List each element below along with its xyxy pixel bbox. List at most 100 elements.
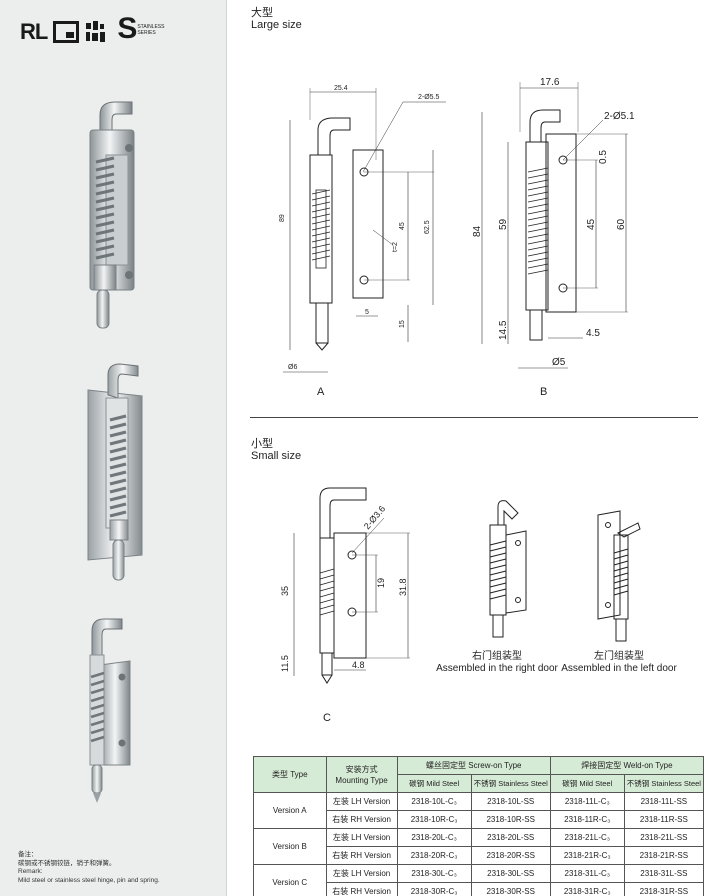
dim-b-17-6: 17.6 <box>540 77 560 88</box>
ce-mark-icon <box>53 21 80 43</box>
header-type: 类型 Type <box>253 756 327 793</box>
part-cell: 2318-31R-C₃ <box>549 882 625 896</box>
part-cell: 2318-11L-C₃ <box>549 792 625 811</box>
dim-b-holes: 2-Ø5.1 <box>604 111 635 122</box>
dim-b-14-5: 14.5 <box>498 320 509 340</box>
dim-a-25-4: 25.4 <box>334 85 348 92</box>
rl-logo: RL <box>20 19 48 44</box>
drawing-c: 2-Ø3.6 35 19 31.8 11.5 4.8 <box>272 478 422 698</box>
mount-cell: 右装 RH Version <box>325 846 398 865</box>
small-title-zh: 小型 <box>251 438 273 450</box>
left-door-caption: 左门组装型 Assembled in the left door <box>560 651 678 675</box>
mount-cell: 右装 RH Version <box>325 810 398 829</box>
dim-c-35: 35 <box>280 586 290 596</box>
large-title-zh: 大型 <box>251 7 273 19</box>
dim-b-84: 84 <box>472 225 483 237</box>
part-cell: 2318-30R-SS <box>470 882 551 896</box>
version-cell: Version B <box>253 828 327 865</box>
mount-cell: 右装 RH Version <box>325 882 398 896</box>
photo-hinge-b <box>80 360 170 595</box>
part-cell: 2318-30L-C₃ <box>396 864 472 883</box>
dim-c-holes: 2-Ø3.6 <box>362 504 387 532</box>
version-cell: Version A <box>253 792 327 829</box>
small-title-en: Small size <box>251 450 302 462</box>
part-cell: 2318-21L-SS <box>623 828 704 847</box>
dim-a-thickness: t=2 <box>392 242 399 252</box>
left-door-caption-zh: 左门组装型 <box>594 651 644 662</box>
dim-b-60: 60 <box>616 218 627 230</box>
dim-b-59: 59 <box>498 218 509 230</box>
dim-a-62-5: 62.5 <box>424 220 431 234</box>
part-cell: 2318-30R-C₃ <box>396 882 472 896</box>
table-row: 右装 RH Version 2318-10R-C₃ 2318-10R-SS 23… <box>254 810 704 829</box>
part-cell: 2318-11R-SS <box>623 810 704 829</box>
dim-c-31-8: 31.8 <box>398 578 408 596</box>
part-cell: 2318-21R-SS <box>623 846 704 865</box>
version-cell: Version C <box>253 864 327 896</box>
drawing-a: 25.4 2-Ø5.5 89 45 62.5 <box>278 80 448 385</box>
part-cell: 2318-10L-C₃ <box>396 792 472 811</box>
dim-a-15: 15 <box>399 320 406 328</box>
right-door-caption: 右门组装型 Assembled in the right door <box>432 651 562 675</box>
large-title-en: Large size <box>251 19 302 31</box>
stainless-series-logo: S STAINLESS SERIES <box>117 12 165 45</box>
mount-cell: 左装 LH Version <box>325 792 398 811</box>
dim-a-45: 45 <box>399 222 406 230</box>
column-divider <box>226 0 227 896</box>
dim-a-5: 5 <box>365 309 369 316</box>
part-cell: 2318-20L-SS <box>470 828 551 847</box>
left-door-caption-en: Assembled in the left door <box>561 663 677 674</box>
header-screw-ss: 不锈钢 Stainless Steel <box>470 774 551 793</box>
part-cell: 2318-30L-SS <box>470 864 551 883</box>
part-cell: 2318-20L-C₃ <box>396 828 472 847</box>
remark-title-zh: 备注： <box>18 851 38 858</box>
section-divider <box>250 417 698 418</box>
dim-a-holes: 2-Ø5.5 <box>418 94 440 101</box>
rohs-grid-icon <box>85 21 111 43</box>
photo-hinge-a <box>70 100 160 345</box>
dim-c-4-8: 4.8 <box>352 660 365 670</box>
header-screw-mild: 碳钢 Mild Steel <box>396 774 472 793</box>
remark-body-zh: 碳钢或不锈钢铰链，销子和弹簧。 <box>18 859 116 867</box>
left-panel: RL S STAINLESS SERIES <box>0 0 227 896</box>
part-cell: 2318-21L-C₃ <box>549 828 625 847</box>
mount-cell: 左装 LH Version <box>325 828 398 847</box>
drawing-c-label: C <box>323 712 331 724</box>
right-door-caption-zh: 右门组装型 <box>472 651 522 662</box>
dim-b-45: 45 <box>586 218 597 230</box>
dim-a-pin-dia: Ø6 <box>288 364 297 371</box>
part-cell: 2318-20R-C₃ <box>396 846 472 865</box>
part-cell: 2318-10R-SS <box>470 810 551 829</box>
dim-b-4-5: 4.5 <box>586 328 600 339</box>
photo-hinge-c <box>78 615 148 810</box>
table-row: Version A 左装 LH Version 2318-10L-C₃ 2318… <box>253 792 704 829</box>
certification-logos: RL S STAINLESS SERIES <box>20 12 175 46</box>
dim-b-pin-dia: Ø5 <box>552 357 566 368</box>
header-weld-ss: 不锈钢 Stainless Steel <box>623 774 704 793</box>
right-door-caption-en: Assembled in the right door <box>436 663 558 674</box>
part-cell: 2318-10L-SS <box>470 792 551 811</box>
drawing-b: 17.6 2-Ø5.1 0.5 84 59 45 <box>468 72 643 387</box>
remarks: 备注： 碳钢或不锈钢铰链，销子和弹簧。 Remark: Mild steel o… <box>18 851 160 885</box>
header-weld-mild: 碳钢 Mild Steel <box>549 774 625 793</box>
part-cell: 2318-11L-SS <box>623 792 704 811</box>
drawing-a-label: A <box>317 386 325 398</box>
header-weld: 焊接固定型 Weld-on Type <box>549 756 704 775</box>
table-row: 右装 RH Version 2318-30R-C₃ 2318-30R-SS 23… <box>254 882 704 896</box>
part-cell: 2318-11R-C₃ <box>549 810 625 829</box>
dim-c-11-5: 11.5 <box>280 655 290 672</box>
remark-title-en: Remark: <box>18 868 43 875</box>
left-door-sketch <box>590 505 650 655</box>
part-cell: 2318-20R-SS <box>470 846 551 865</box>
dim-a-89: 89 <box>279 214 286 222</box>
right-door-sketch <box>470 495 540 650</box>
part-cell: 2318-31L-C₃ <box>549 864 625 883</box>
drawing-b-label: B <box>540 386 548 398</box>
part-cell: 2318-31R-SS <box>623 882 704 896</box>
table-row: Version B 左装 LH Version 2318-20L-C₃ 2318… <box>253 828 704 865</box>
part-cell: 2318-21R-C₃ <box>549 846 625 865</box>
part-cell: 2318-10R-C₃ <box>396 810 472 829</box>
remark-body-en: Mild steel or stainless steel hinge, pin… <box>18 876 160 884</box>
